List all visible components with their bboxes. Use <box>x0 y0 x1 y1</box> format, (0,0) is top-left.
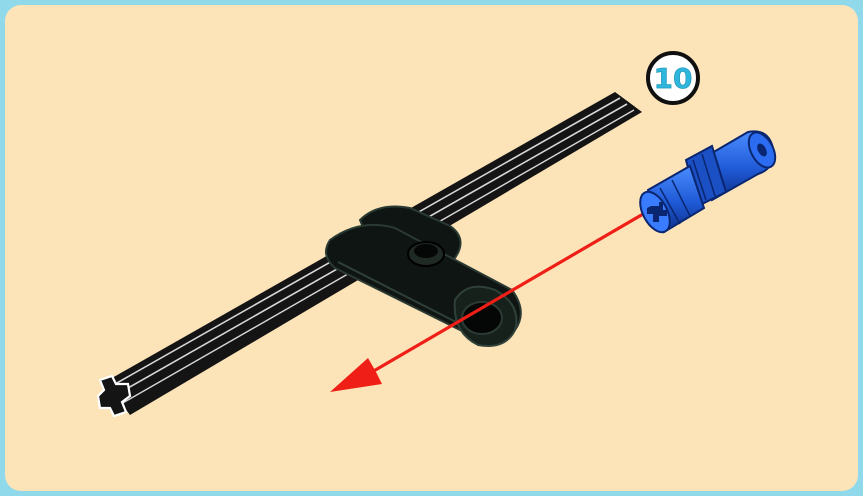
pin-icon <box>639 130 777 234</box>
step-number-badge: 10 <box>646 51 700 105</box>
connector-icon <box>325 205 522 347</box>
arrow-icon <box>330 208 651 392</box>
step-number: 10 <box>654 62 693 95</box>
